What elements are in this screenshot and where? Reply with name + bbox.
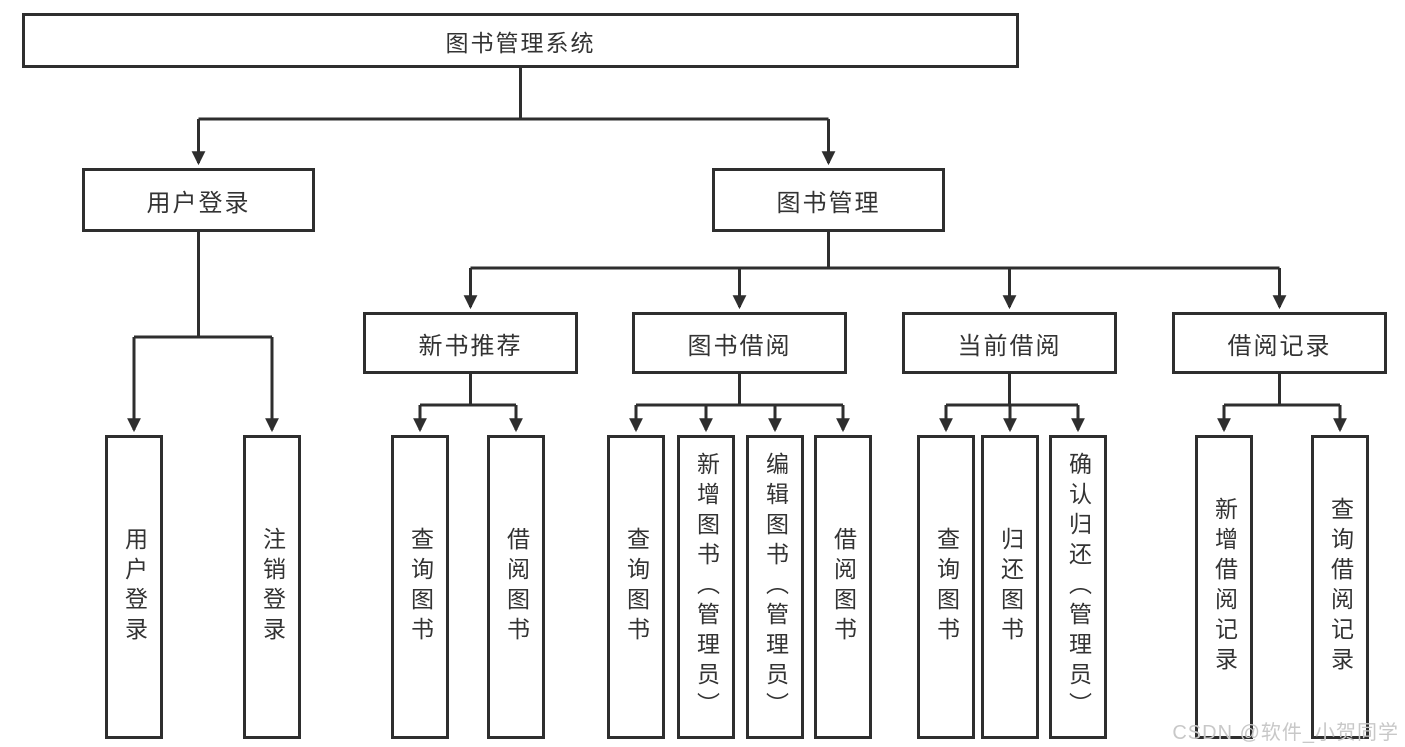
node-label: 新书推荐 [418, 332, 523, 360]
node-label: 图书借阅 [687, 332, 792, 360]
csdn-watermark: CSDN @软件_小贺同学 [1172, 722, 1399, 744]
node-label: 确认归还（管理员） [1065, 452, 1092, 722]
leaf-recommend-query-books: 查询图书 [391, 435, 449, 739]
node-library-system: 图书管理系统 [22, 13, 1019, 68]
node-user-login: 用户登录 [82, 168, 315, 232]
node-label: 归还图书 [997, 527, 1024, 647]
node-borrow-records: 借阅记录 [1172, 312, 1387, 374]
node-new-book-recommend: 新书推荐 [363, 312, 578, 374]
node-label: 借阅图书 [830, 527, 857, 647]
node-label: 查询图书 [933, 527, 960, 647]
node-label: 新增图书（管理员） [693, 452, 720, 722]
leaf-borrow-query-books: 查询图书 [607, 435, 665, 739]
leaf-borrow-add-books-admin: 新增图书（管理员） [677, 435, 735, 739]
leaf-current-query-books: 查询图书 [917, 435, 975, 739]
node-current-borrow: 当前借阅 [902, 312, 1117, 374]
node-label: 图书管理系统 [445, 29, 596, 56]
node-book-management: 图书管理 [712, 168, 945, 232]
leaf-current-confirm-return-admin: 确认归还（管理员） [1049, 435, 1107, 739]
leaf-borrow-edit-books-admin: 编辑图书（管理员） [746, 435, 804, 739]
node-label: 图书管理 [776, 189, 881, 217]
node-label: 借阅图书 [503, 527, 530, 647]
node-label: 新增借阅记录 [1211, 497, 1238, 677]
leaf-records-add-record: 新增借阅记录 [1195, 435, 1253, 739]
leaf-records-query-record: 查询借阅记录 [1311, 435, 1369, 739]
node-label: 注销登录 [259, 527, 286, 647]
node-label: 当前借阅 [957, 332, 1062, 360]
leaf-current-return-books: 归还图书 [981, 435, 1039, 739]
leaf-recommend-borrow-books: 借阅图书 [487, 435, 545, 739]
node-label: 借阅记录 [1227, 332, 1332, 360]
node-label: 查询图书 [407, 527, 434, 647]
leaf-borrow-borrow-books: 借阅图书 [814, 435, 872, 739]
node-label: 查询借阅记录 [1327, 497, 1354, 677]
leaf-logout: 注销登录 [243, 435, 301, 739]
node-label: 用户登录 [121, 527, 148, 647]
leaf-user-login: 用户登录 [105, 435, 163, 739]
node-label: 查询图书 [623, 527, 650, 647]
node-label: 编辑图书（管理员） [762, 452, 789, 722]
node-label: 用户登录 [146, 189, 251, 217]
node-book-borrow: 图书借阅 [632, 312, 847, 374]
